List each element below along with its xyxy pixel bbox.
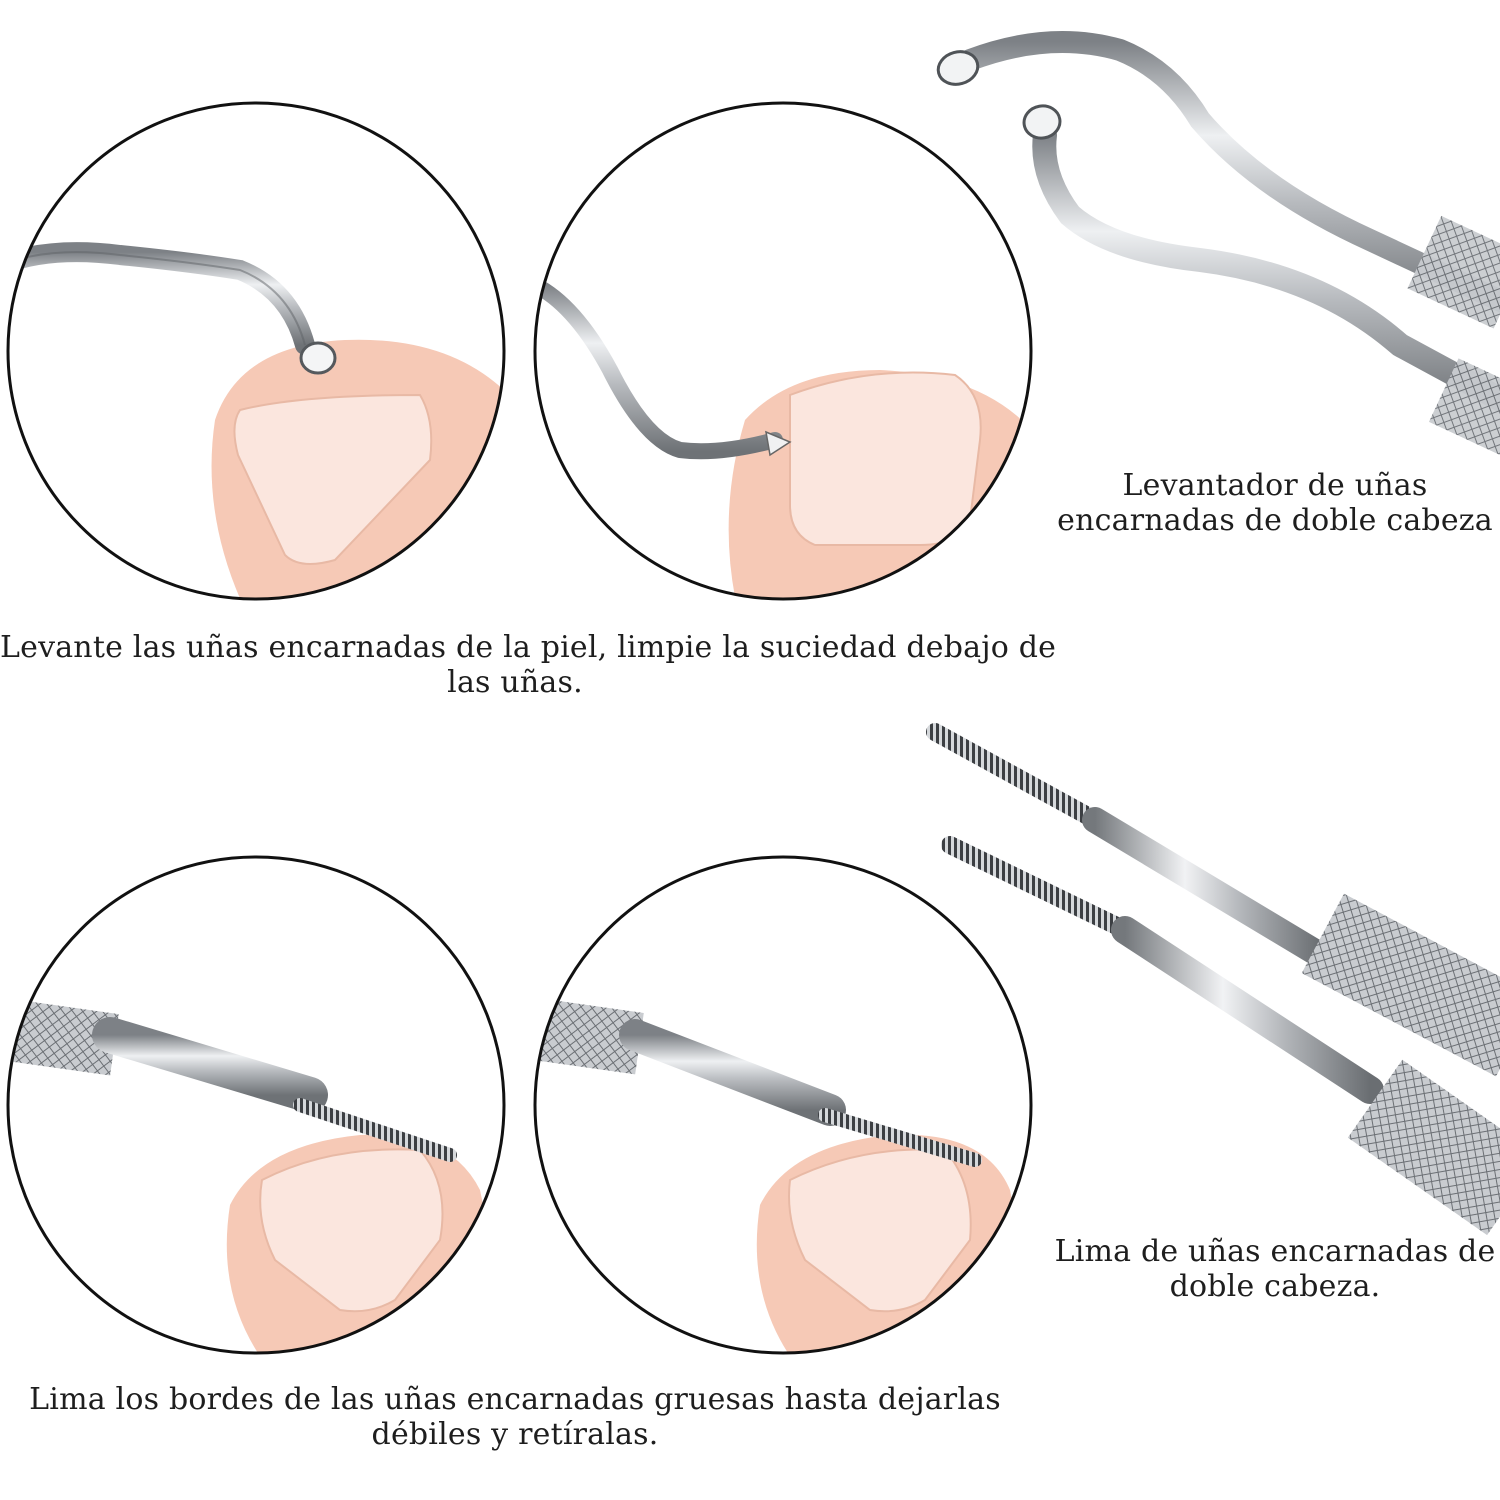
caption-file-edges: Lima los bordes de las uñas encarnadas g…: [0, 1382, 1030, 1452]
caption-line: Lima los bordes de las uñas encarnadas g…: [29, 1382, 1001, 1417]
caption-double-head-lifter: Levantador de uñas encarnadas de doble c…: [1055, 468, 1495, 538]
nail-file-under-nail-illustration: [533, 855, 1033, 1355]
double-head-nail-file-icon: [926, 723, 1500, 1236]
caption-line: débiles y retíralas.: [371, 1417, 659, 1452]
caption-line: encarnadas de doble cabeza: [1057, 503, 1493, 538]
caption-line: las uñas.: [447, 665, 583, 700]
caption-lift-and-clean: Levante las uñas encarnadas de la piel, …: [0, 630, 1057, 700]
nail-file-on-nail-illustration: [6, 855, 506, 1355]
caption-line: Levantador de uñas: [1122, 468, 1428, 503]
caption-line: Levante las uñas encarnadas de la piel, …: [0, 630, 1057, 665]
caption-line: Lima de uñas encarnadas de: [1054, 1234, 1496, 1269]
nail-lifter-under-nail-illustration: [533, 101, 1033, 601]
caption-line: doble cabeza.: [1169, 1269, 1381, 1304]
double-head-nail-lifter-icon: [936, 31, 1500, 456]
caption-double-head-file: Lima de uñas encarnadas de doble cabeza.: [1050, 1234, 1500, 1304]
nail-lifter-on-nail-illustration: [6, 101, 506, 601]
